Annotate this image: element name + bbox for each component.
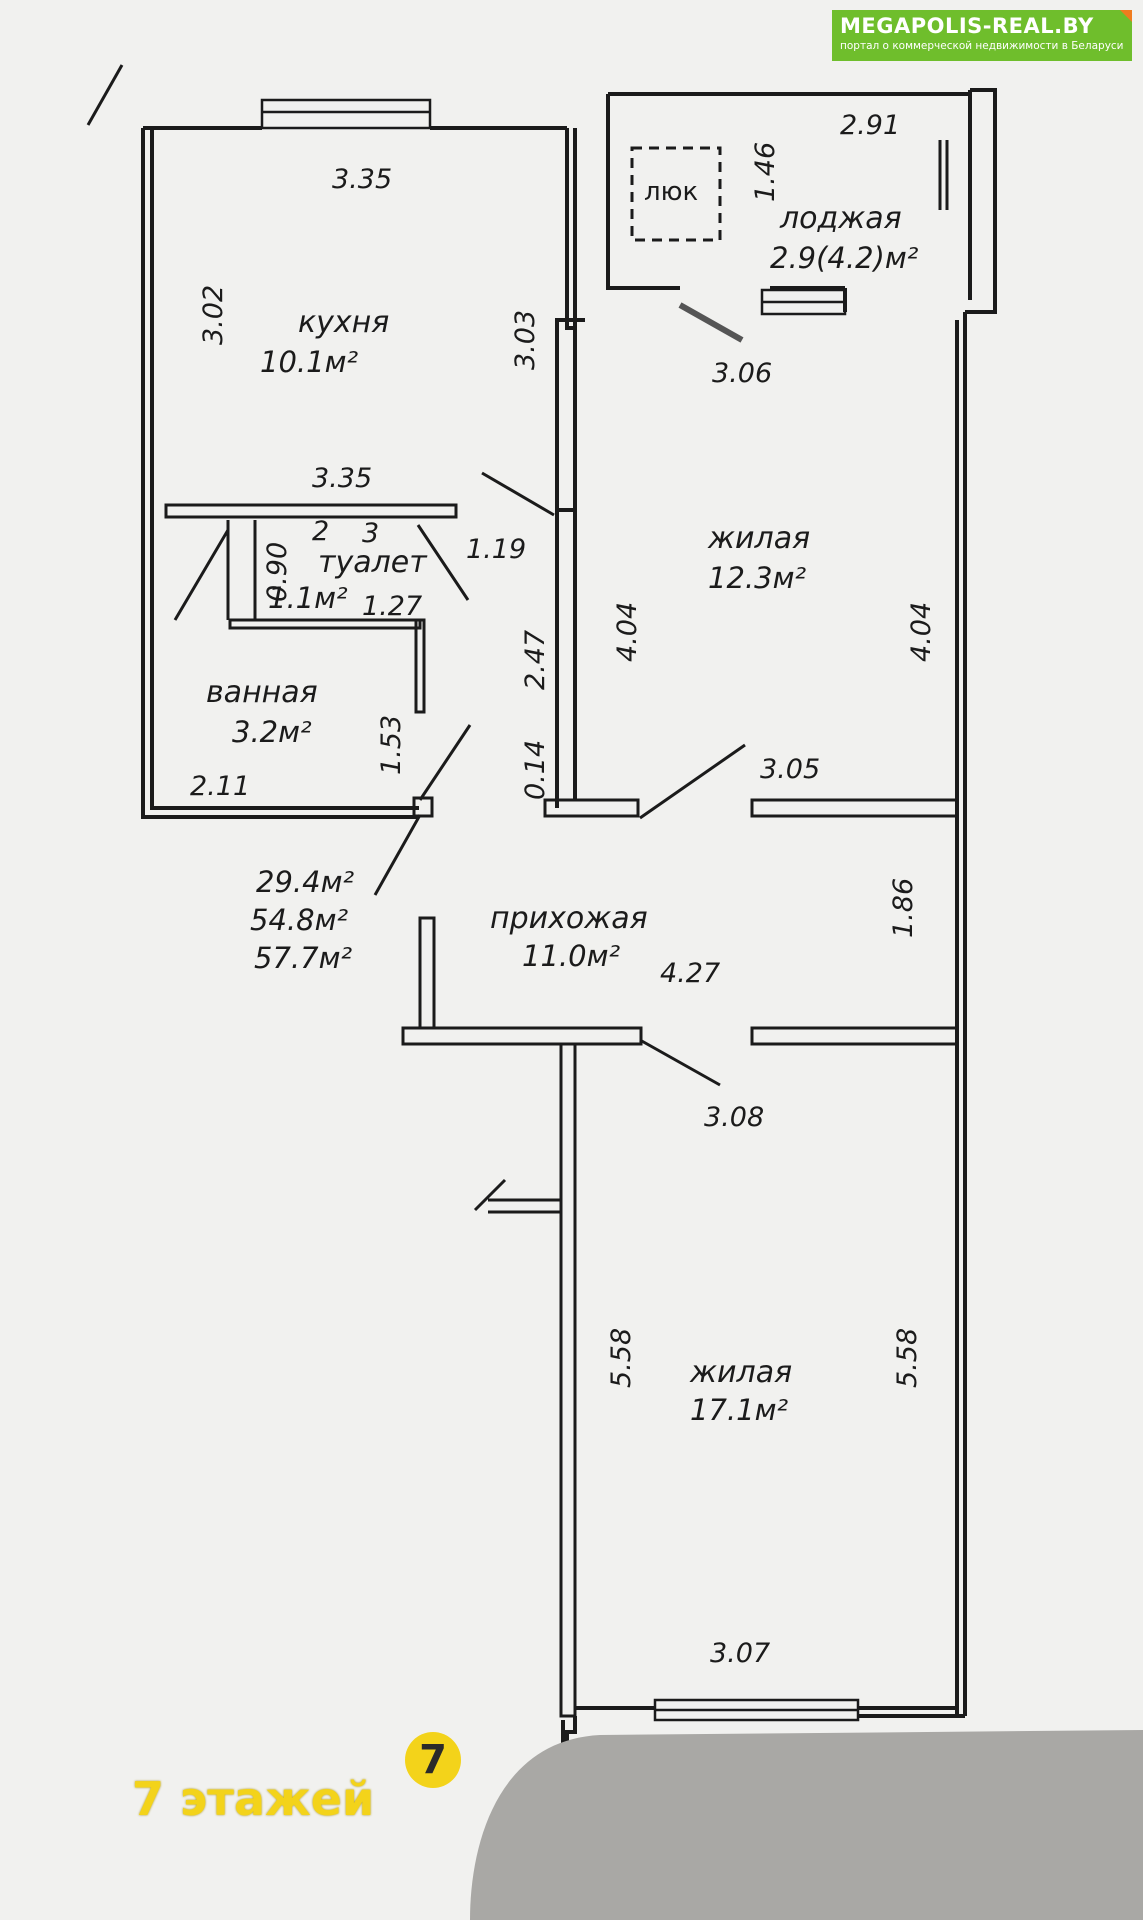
dimensions: 3.35 3.35 1.27 1.19 2 3 2.11 3.06 3.05 4…: [190, 110, 937, 1669]
dimension-corr-014: 0.14: [520, 740, 551, 800]
bath-name: ванная: [206, 675, 318, 710]
floors-label: 7 этажей: [132, 1772, 375, 1826]
area-totals: 29.4м² 54.8м² 57.7м²: [250, 865, 354, 975]
dimension-loggia-top: 2.91: [840, 110, 900, 141]
dimension-living2-bottom: 3.07: [710, 1638, 770, 1669]
outer-walls: [141, 88, 997, 1892]
dimension-living2-right: 5.58: [892, 1328, 923, 1388]
dimension-corr-247: 2.47: [520, 630, 551, 690]
dimension-toilet-b: 1.27: [362, 591, 422, 622]
dimension-living1-bottom: 3.05: [760, 754, 820, 785]
dimension-toilet-3: 3: [362, 518, 379, 549]
hall-name: прихожая: [490, 901, 648, 936]
brand-tagline: портал о коммерческой недвижимости в Бел…: [840, 40, 1124, 52]
dimension-bath-bottom: 2.11: [190, 771, 250, 802]
floor-badge-icon: 7: [405, 1732, 461, 1788]
dimension-toilet-a: 0.90: [262, 542, 293, 602]
kitchen-area: 10.1м²: [260, 345, 358, 379]
loggia-name: лоджая: [779, 201, 902, 236]
brand-corner-mark: [1120, 10, 1132, 22]
toilet-name: туалет: [318, 545, 428, 580]
kitchen-name: кухня: [298, 305, 389, 340]
living2-name: жилая: [689, 1355, 792, 1390]
dimension-living1-left: 4.04: [612, 602, 643, 662]
dimension-living2-left: 5.58: [606, 1328, 637, 1388]
bath-area: 3.2м²: [232, 715, 312, 749]
dimension-kitchen-right: 3.03: [510, 310, 541, 370]
total-living: 29.4м²: [256, 865, 354, 899]
dimension-toilet-c: 1.19: [466, 534, 526, 565]
toilet-area: 1.1м²: [268, 581, 348, 615]
photo-shadow: [470, 1730, 1143, 1920]
hatch-name: люк: [644, 177, 698, 207]
windows: [260, 98, 860, 1722]
dimension-kitchen-bottom: 3.35: [312, 463, 372, 494]
brand-name: MEGAPOLIS-REAL.BY: [840, 14, 1094, 38]
dimension-bath-right: 1.53: [376, 715, 407, 775]
total-with-loggia: 57.7м²: [254, 941, 352, 975]
living1-area: 12.3м²: [708, 561, 806, 595]
dimension-living1-right: 4.04: [906, 602, 937, 662]
room-labels: кухня 10.1м² туалет 1.1м² ванная 3.2м² ж…: [206, 177, 919, 1427]
dimension-hall-width: 4.27: [660, 958, 720, 989]
interior-walls: [164, 140, 959, 1718]
living1-name: жилая: [707, 521, 810, 556]
dimension-loggia-side: 1.46: [750, 142, 781, 202]
door-lines: [86, 64, 746, 1891]
dimension-kitchen-top: 3.35: [332, 164, 392, 195]
dimension-toilet-2: 2: [312, 516, 329, 547]
hall-area: 11.0м²: [522, 939, 620, 973]
brand-banner[interactable]: MEGAPOLIS-REAL.BY портал о коммерческой …: [832, 10, 1132, 61]
living2-area: 17.1м²: [690, 1393, 788, 1427]
total-area: 54.8м²: [250, 903, 348, 937]
dimension-living2-top: 3.08: [704, 1102, 764, 1133]
dimension-living1-top: 3.06: [712, 358, 772, 389]
dimension-kitchen-left: 3.02: [198, 285, 229, 345]
loggia-area: 2.9(4.2)м²: [770, 241, 919, 275]
dimension-hall-height: 1.86: [888, 878, 919, 938]
